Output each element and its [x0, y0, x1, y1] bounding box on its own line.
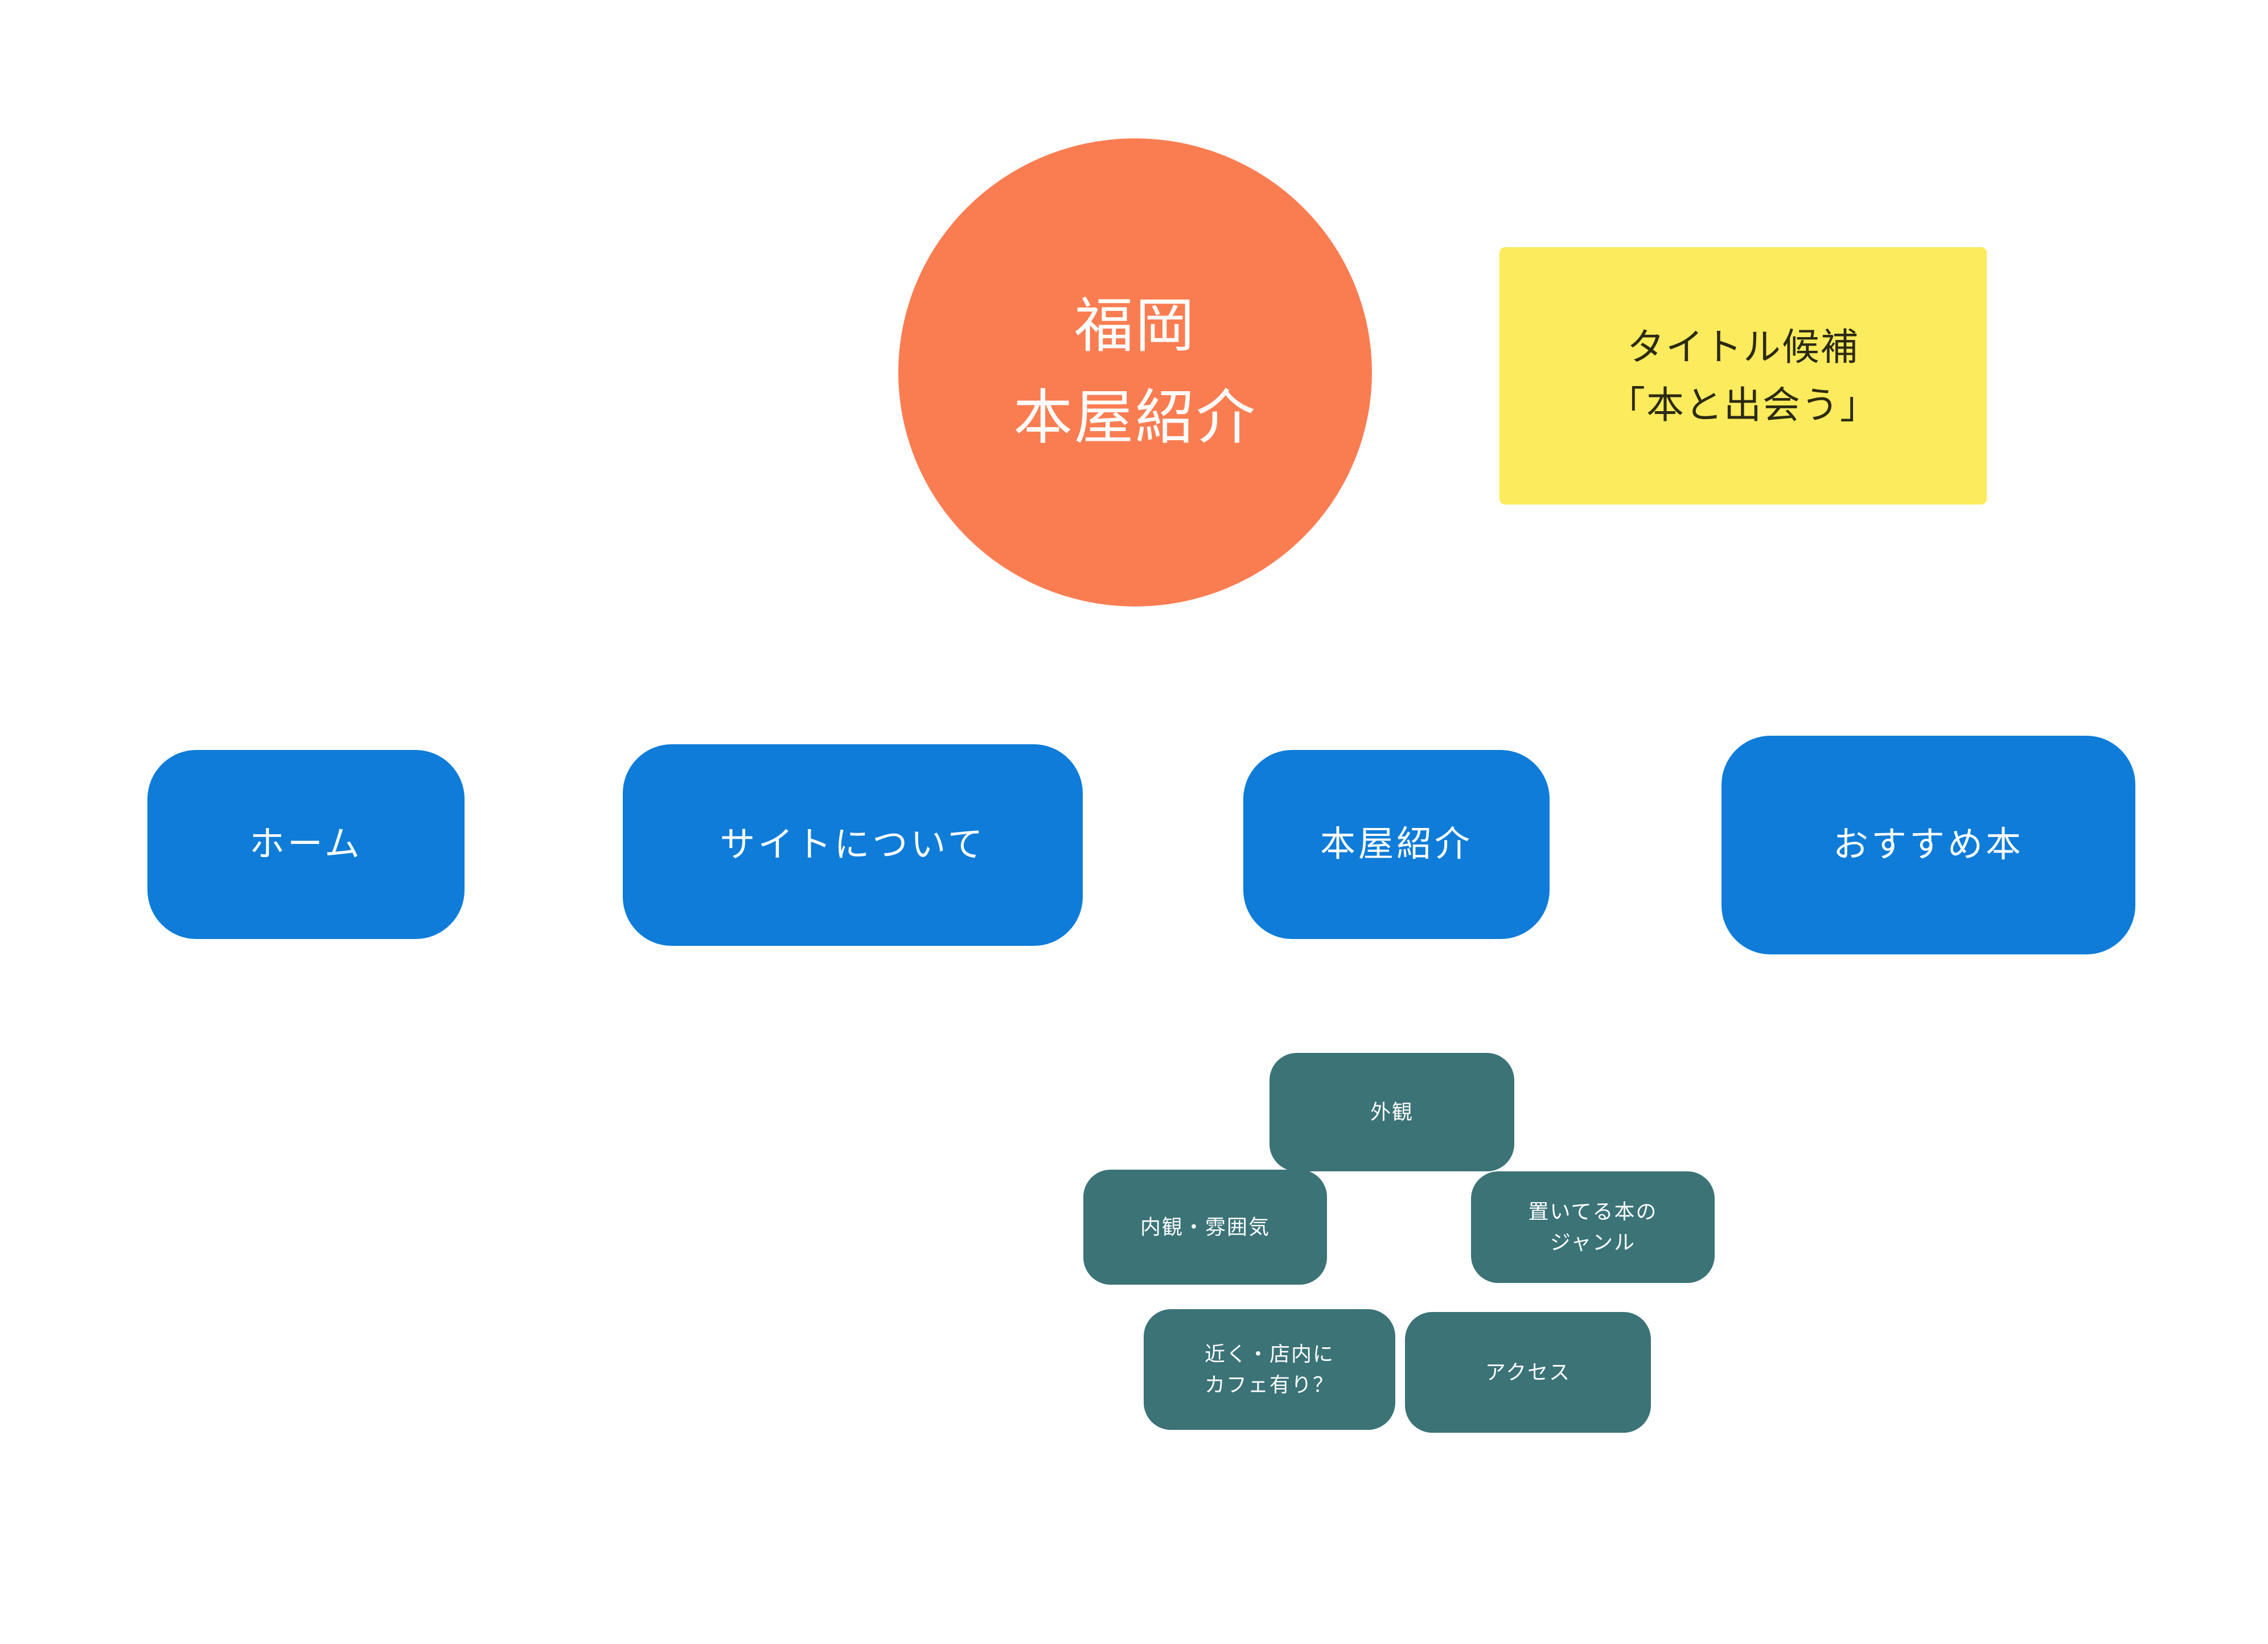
- nav-button-home[interactable]: ホーム: [147, 750, 465, 939]
- sub-node-nearby-cafe[interactable]: 近く・店内に カフェ有り？: [1144, 1309, 1395, 1430]
- nav-button-about-site[interactable]: サイトについて: [623, 744, 1083, 946]
- sub-node-book-genres[interactable]: 置いてる本の ジャンル: [1471, 1171, 1715, 1283]
- sub-node-interior-atmosphere[interactable]: 内観・雰囲気: [1083, 1170, 1327, 1285]
- sub-node-access[interactable]: アクセス: [1405, 1312, 1651, 1433]
- root-node-fukuoka-bookstore[interactable]: 福岡 本屋紹介: [898, 138, 1372, 606]
- nav-button-recommended-books[interactable]: おすすめ本: [1721, 736, 2135, 954]
- sticky-note-title-candidate[interactable]: タイトル候補 「本と出会う」: [1499, 247, 1987, 505]
- nav-button-bookstore-intro[interactable]: 本屋紹介: [1243, 750, 1550, 939]
- sub-node-exterior[interactable]: 外観: [1269, 1053, 1514, 1171]
